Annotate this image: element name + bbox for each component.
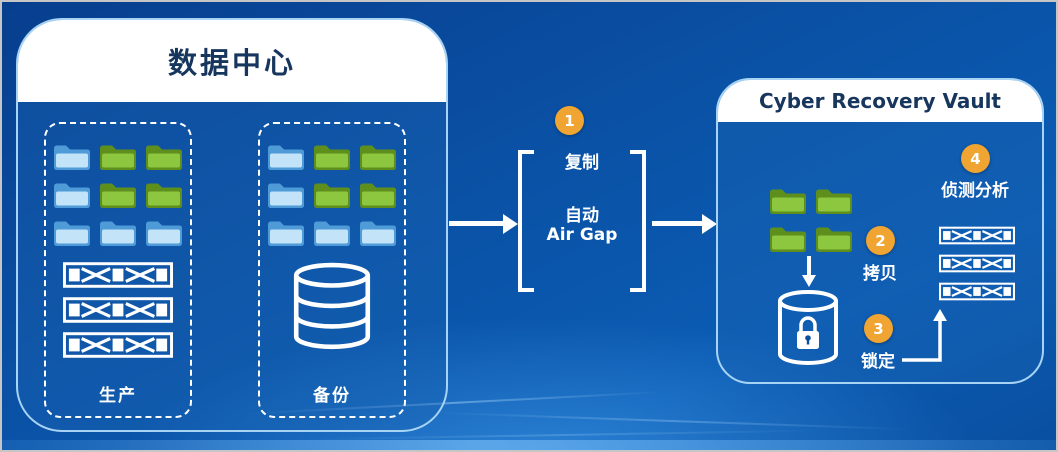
production-label: 生产	[99, 386, 137, 406]
flow-arrow-datacenter-to-airgap	[449, 221, 503, 226]
folder-icon	[268, 145, 304, 170]
vault-folder-grid	[768, 184, 854, 254]
tape-icon	[63, 332, 173, 358]
tape-icon	[939, 282, 1015, 301]
airgap-bracket-right	[630, 150, 646, 292]
background-light-band	[2, 440, 1056, 450]
folder-icon	[54, 221, 90, 246]
folder-icon	[770, 189, 806, 214]
vault-tape-stack	[939, 226, 1015, 301]
folder-icon	[314, 221, 350, 246]
folder-icon	[816, 189, 852, 214]
tape-icon	[63, 297, 173, 323]
datacenter-panel: 数据中心	[16, 18, 448, 432]
step-3-badge: 3	[864, 314, 893, 343]
folder-icon	[360, 221, 396, 246]
datacenter-header: 数据中心	[18, 20, 446, 102]
vault-locked-database-icon	[778, 290, 838, 365]
lock-label: 锁定	[861, 352, 895, 372]
folder-icon	[100, 183, 136, 208]
folder-icon	[314, 145, 350, 170]
datacenter-title: 数据中心	[167, 46, 296, 80]
folder-icon	[268, 183, 304, 208]
vault-panel: Cyber Recovery Vault 2 拷贝	[716, 78, 1044, 384]
folder-icon	[54, 145, 90, 170]
backup-folder-grid	[266, 140, 398, 248]
tape-icon	[63, 262, 173, 288]
vault-title: Cyber Recovery Vault	[759, 89, 1001, 113]
folder-icon	[770, 227, 806, 252]
replicate-label: 复制	[565, 153, 599, 173]
folder-icon	[360, 183, 396, 208]
folder-icon	[146, 221, 182, 246]
backup-group: 备份	[258, 122, 406, 418]
copy-down-arrow	[802, 256, 816, 287]
airgap-bracket-left	[518, 150, 534, 292]
step-4-badge: 4	[961, 144, 990, 173]
copy-label: 拷贝	[863, 264, 897, 284]
backup-database-icon	[293, 262, 371, 350]
vault-header: Cyber Recovery Vault	[718, 80, 1042, 122]
lock-icon	[797, 316, 819, 349]
backup-label: 备份	[313, 386, 351, 406]
airgap-label: Air Gap	[546, 225, 618, 245]
folder-icon	[100, 145, 136, 170]
step-2-badge: 2	[866, 226, 895, 255]
flow-arrow-airgap-to-vault	[652, 221, 702, 226]
folder-icon	[816, 227, 852, 252]
detect-label: 侦测分析	[941, 181, 1009, 201]
production-folder-grid	[52, 140, 184, 248]
lock-to-tape-arrow	[902, 309, 947, 362]
production-group: 生产	[44, 122, 192, 418]
auto-label: 自动	[565, 206, 599, 226]
production-tape-stack	[63, 262, 173, 358]
folder-icon	[146, 145, 182, 170]
folder-icon	[100, 221, 136, 246]
tape-icon	[939, 226, 1015, 245]
folder-icon	[360, 145, 396, 170]
tape-icon	[939, 254, 1015, 273]
step-1-badge: 1	[555, 106, 584, 135]
background-streak	[432, 411, 912, 431]
folder-icon	[268, 221, 304, 246]
folder-icon	[314, 183, 350, 208]
folder-icon	[54, 183, 90, 208]
folder-icon	[146, 183, 182, 208]
